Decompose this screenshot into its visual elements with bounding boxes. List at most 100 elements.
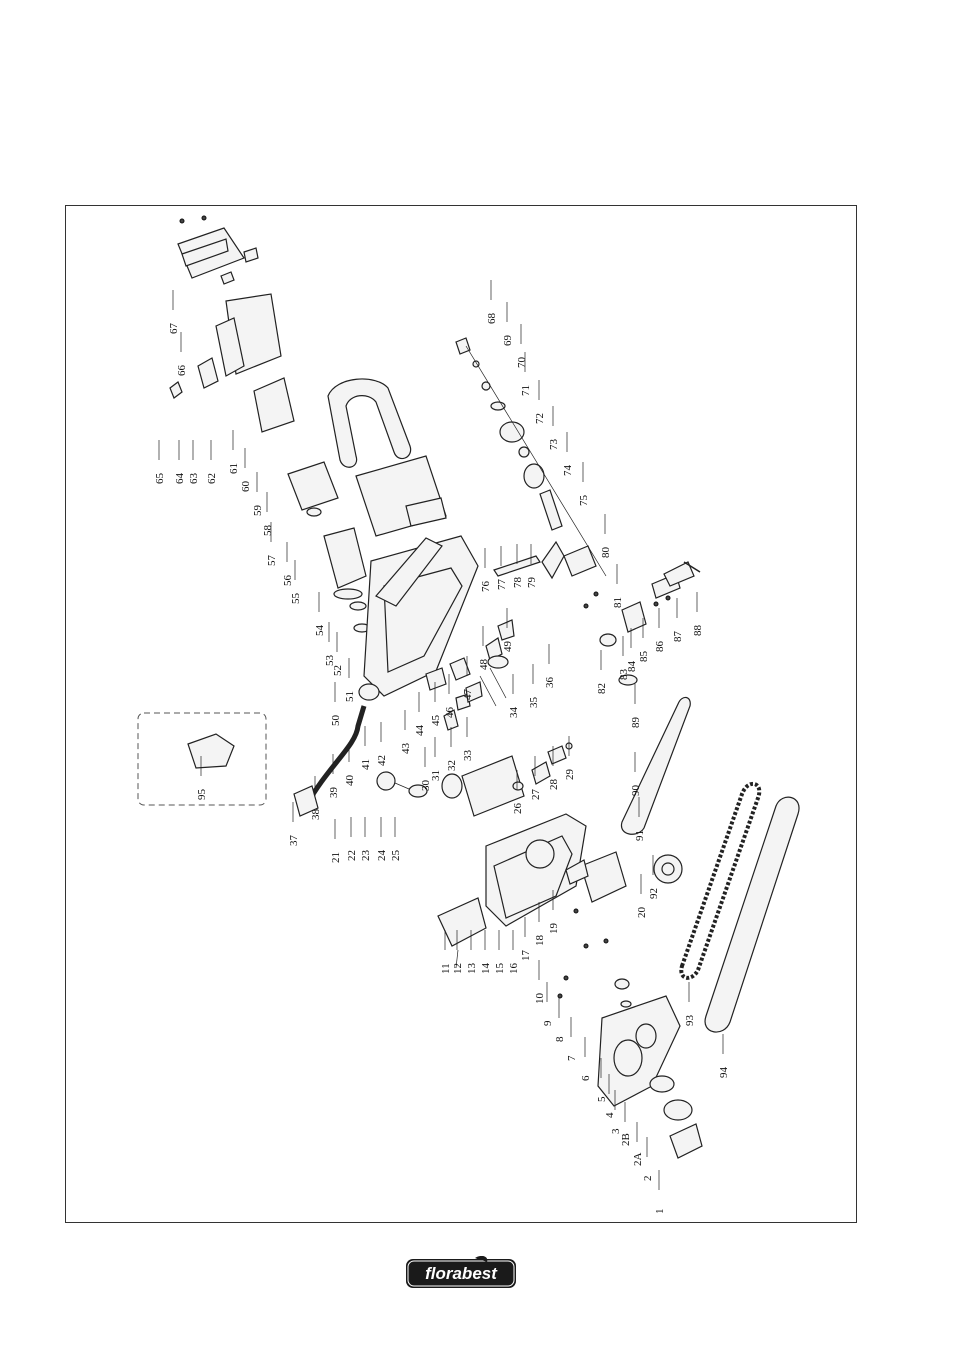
chain-tensioner-parts bbox=[557, 851, 632, 1008]
part-number: 66 bbox=[176, 365, 188, 377]
guide-bar-chain bbox=[620, 696, 800, 1033]
part-label-18: 18 bbox=[534, 902, 546, 946]
part-label-13: 13 bbox=[466, 930, 478, 974]
part-number: 16 bbox=[508, 963, 520, 975]
sprocket-cover bbox=[597, 995, 703, 1159]
part-label-60: 60 bbox=[240, 448, 252, 492]
part-label-42: 42 bbox=[376, 722, 388, 766]
part-label-2b: 2B bbox=[620, 1102, 632, 1146]
part-label-89: 89 bbox=[630, 684, 642, 728]
part-number: 36 bbox=[544, 677, 556, 689]
part-label-57: 57 bbox=[266, 522, 278, 566]
part-label-5: 5 bbox=[596, 1058, 608, 1102]
part-number: 83 bbox=[618, 669, 630, 681]
part-number: 30 bbox=[420, 780, 432, 792]
part-number: 28 bbox=[548, 779, 560, 791]
part-number: 67 bbox=[168, 323, 180, 335]
part-label-66: 66 bbox=[176, 332, 188, 376]
part-number: 2B bbox=[620, 1133, 632, 1146]
part-number: 7 bbox=[566, 1055, 578, 1061]
part-label-54: 54 bbox=[314, 592, 326, 636]
part-label-67: 67 bbox=[168, 290, 180, 334]
part-number: 15 bbox=[494, 963, 506, 975]
rear-handle bbox=[327, 378, 412, 468]
part-number: 35 bbox=[528, 697, 540, 709]
part-label-58: 58 bbox=[262, 492, 274, 536]
part-number: 20 bbox=[636, 907, 648, 919]
part-label-69: 69 bbox=[502, 302, 514, 346]
part-number: 54 bbox=[314, 625, 326, 637]
motor-mount-parts bbox=[287, 455, 447, 633]
part-label-63: 63 bbox=[188, 440, 200, 484]
part-number: 69 bbox=[502, 335, 514, 347]
florabest-logo: florabest bbox=[405, 1255, 517, 1290]
part-number: 49 bbox=[502, 641, 514, 653]
motor-stator-assembly bbox=[169, 293, 295, 433]
part-label-26: 26 bbox=[512, 770, 524, 814]
part-number: 22 bbox=[346, 850, 358, 861]
part-number: 39 bbox=[328, 787, 340, 799]
part-number: 92 bbox=[648, 888, 660, 899]
part-number: 81 bbox=[612, 597, 624, 608]
part-number: 32 bbox=[446, 760, 458, 771]
part-label-83: 83 bbox=[618, 636, 630, 680]
part-number: 31 bbox=[430, 770, 442, 781]
part-label-94: 94 bbox=[718, 1034, 730, 1078]
motor-cap-assembly bbox=[177, 215, 259, 285]
part-label-82: 82 bbox=[596, 650, 608, 694]
part-number: 62 bbox=[206, 473, 218, 484]
part-label-19: 19 bbox=[548, 890, 560, 934]
part-label-59: 59 bbox=[252, 472, 264, 516]
part-number: 18 bbox=[534, 935, 546, 947]
main-housing bbox=[363, 535, 479, 697]
part-label-29: 29 bbox=[564, 736, 576, 780]
part-number: 85 bbox=[638, 651, 650, 663]
part-number: 19 bbox=[548, 923, 560, 935]
part-label-71: 71 bbox=[520, 352, 532, 396]
part-label-27: 27 bbox=[530, 756, 542, 800]
part-number: 38 bbox=[310, 809, 322, 821]
part-label-49: 49 bbox=[502, 608, 514, 652]
exploded-view-diagram: 122A2B3456789101112131415161718192021222… bbox=[137, 215, 800, 1214]
part-number: 76 bbox=[480, 581, 492, 593]
part-number: 9 bbox=[542, 1020, 554, 1026]
part-label-91: 91 bbox=[634, 797, 646, 841]
part-label-6: 6 bbox=[580, 1037, 592, 1081]
part-number: 26 bbox=[512, 803, 524, 815]
part-label-44: 44 bbox=[414, 692, 426, 736]
part-number: 88 bbox=[692, 625, 704, 637]
part-label-25: 25 bbox=[390, 817, 402, 861]
part-number: 10 bbox=[534, 993, 546, 1005]
part-number: 52 bbox=[332, 665, 344, 676]
part-number: 11 bbox=[440, 963, 452, 974]
part-number: 78 bbox=[512, 577, 524, 589]
part-number: 17 bbox=[520, 950, 532, 962]
part-number: 72 bbox=[534, 413, 546, 424]
part-label-20: 20 bbox=[636, 874, 648, 918]
part-label-9: 9 bbox=[542, 982, 554, 1026]
part-label-80: 80 bbox=[600, 514, 612, 558]
part-label-64: 64 bbox=[174, 440, 186, 484]
part-number: 44 bbox=[414, 725, 426, 737]
part-label-85: 85 bbox=[638, 618, 650, 662]
part-number: 41 bbox=[360, 759, 372, 770]
part-label-15: 15 bbox=[494, 930, 506, 974]
part-number: 82 bbox=[596, 683, 608, 694]
side-housing bbox=[437, 813, 587, 969]
part-number: 64 bbox=[174, 473, 186, 485]
part-number: 25 bbox=[390, 850, 402, 862]
part-number: 48 bbox=[478, 659, 490, 671]
part-number: 3 bbox=[610, 1128, 622, 1134]
part-label-86: 86 bbox=[654, 608, 666, 652]
part-number: 46 bbox=[444, 707, 456, 719]
part-label-87: 87 bbox=[672, 598, 684, 642]
part-label-11: 11 bbox=[440, 930, 452, 974]
part-label-46: 46 bbox=[444, 674, 456, 718]
part-label-34: 34 bbox=[508, 674, 520, 718]
part-number: 34 bbox=[508, 707, 520, 719]
part-label-28: 28 bbox=[548, 746, 560, 790]
inset-box-95 bbox=[137, 712, 267, 806]
part-label-38: 38 bbox=[310, 776, 322, 820]
part-label-72: 72 bbox=[534, 380, 546, 424]
part-label-16: 16 bbox=[508, 930, 520, 974]
